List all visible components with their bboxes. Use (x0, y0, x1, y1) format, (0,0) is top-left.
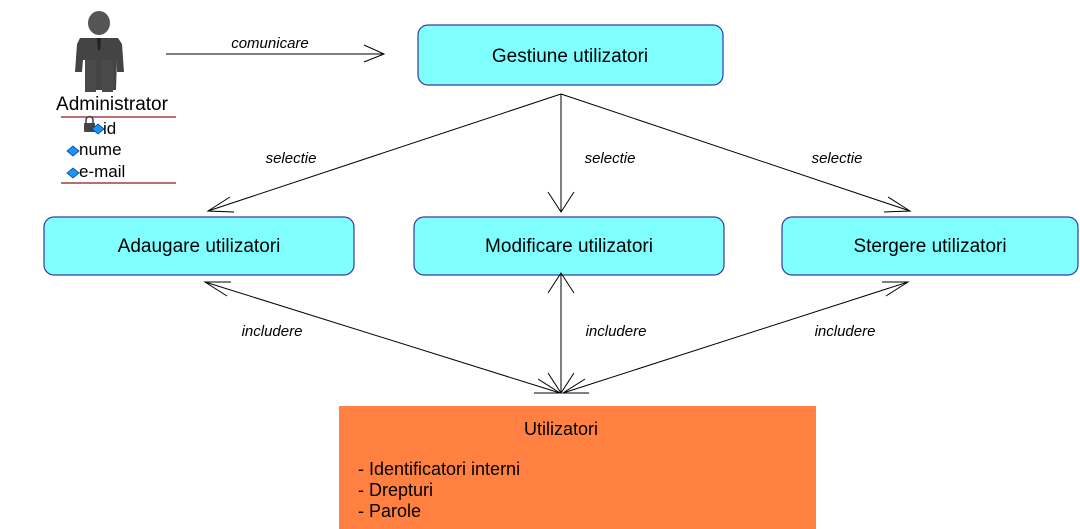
include-label-right: includere (815, 323, 876, 340)
actor-tie (97, 38, 101, 50)
include-arrowhead-left-top (203, 281, 231, 297)
use-case-modificare[interactable] (413, 216, 725, 276)
attribute-diamond-icon (66, 145, 80, 157)
data-store-item: - Identificatori interni (358, 459, 520, 479)
attribute-nume: nume (79, 140, 122, 159)
include-arrowhead-right-top (882, 281, 910, 297)
include-label-left: includere (242, 323, 303, 340)
select-arrowhead-right (883, 196, 912, 213)
include-arrowhead-center-top (547, 272, 575, 294)
attribute-diamond-icon (66, 167, 80, 179)
select-arrowhead-left (206, 196, 235, 213)
include-edge-left (204, 281, 561, 394)
communication-arrowhead (363, 44, 386, 63)
select-label-center: selectie (585, 150, 636, 167)
data-store-item: - Drepturi (358, 480, 433, 500)
select-edge-right (560, 93, 911, 212)
select-arrowhead-center (547, 191, 575, 213)
actor-head (88, 11, 110, 35)
select-label-right: selectie (812, 150, 863, 167)
include-arrowhead-left-bottom (534, 378, 562, 394)
include-arrowhead-right-bottom (561, 378, 589, 394)
select-label-left: selectie (266, 150, 317, 167)
use-case-adaugare-label: Adaugare utilizatori (118, 236, 281, 257)
use-case-modificare-label: Modificare utilizatori (485, 236, 653, 257)
use-case-gestiune-label: Gestiune utilizatori (492, 46, 648, 67)
data-store-item: - Parole (358, 501, 421, 521)
data-store-title: Utilizatori (524, 419, 598, 439)
actor-left-leg (85, 60, 96, 92)
attribute-email: e-mail (79, 162, 125, 181)
actor-administrator-figure (75, 11, 124, 92)
attribute-id: id (103, 119, 116, 138)
actor-right-leg (102, 60, 113, 92)
use-case-stergere[interactable] (781, 216, 1079, 276)
actor-name: Administrator (56, 94, 169, 115)
communication-label: comunicare (231, 35, 309, 52)
lock-icon (84, 115, 95, 132)
use-case-adaugare[interactable] (43, 216, 355, 276)
attribute-diamond-icon (91, 123, 105, 135)
include-label-center: includere (586, 323, 647, 340)
select-edge-left (207, 93, 562, 212)
data-store-utilizatori[interactable] (339, 406, 816, 529)
use-case-stergere-label: Stergere utilizatori (853, 236, 1006, 257)
include-arrowhead-center-bottom (547, 372, 575, 394)
include-edge-right (562, 281, 909, 394)
use-case-gestiune[interactable] (417, 24, 724, 86)
